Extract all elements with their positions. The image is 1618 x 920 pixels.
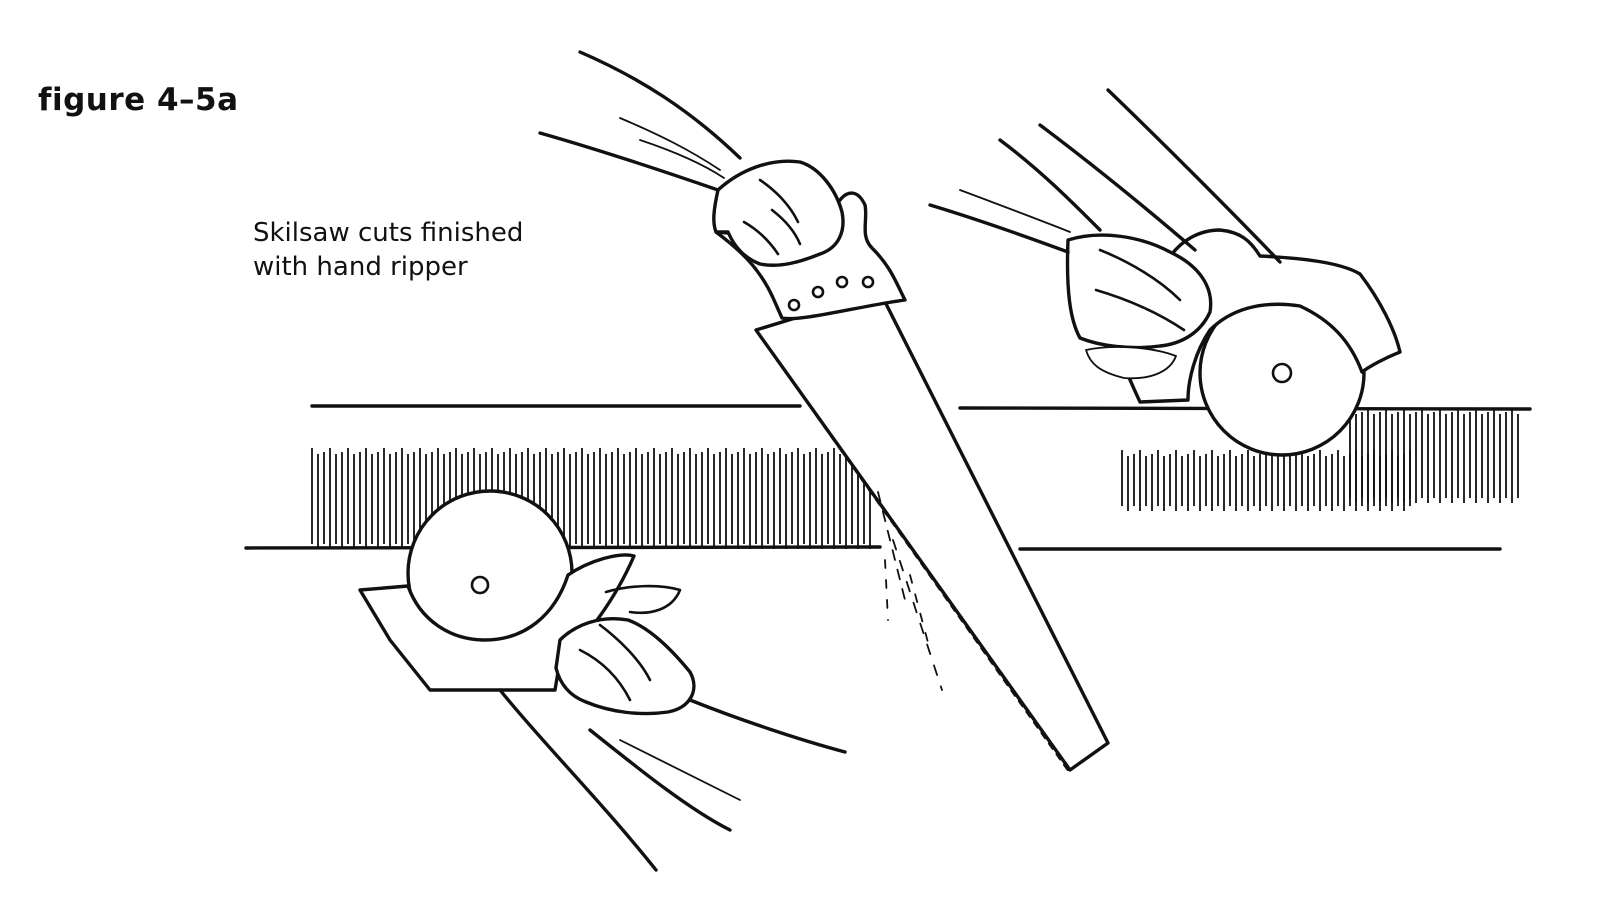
left-circular-saw <box>358 489 847 872</box>
right-circular-saw <box>928 88 1402 457</box>
caption-line-1: Skilsaw cuts finished <box>253 218 524 248</box>
figure-label: figure 4–5a <box>38 82 239 118</box>
figure-caption: Skilsaw cuts finished with hand ripper <box>253 216 523 284</box>
board-edge-hatching-left <box>311 448 871 549</box>
caption-line-2: with hand ripper <box>253 252 468 282</box>
hand-saw-hand <box>538 50 845 267</box>
board-edge-hatching-upper-right <box>1349 408 1519 503</box>
board-edge-hatching-right <box>1121 450 1411 511</box>
